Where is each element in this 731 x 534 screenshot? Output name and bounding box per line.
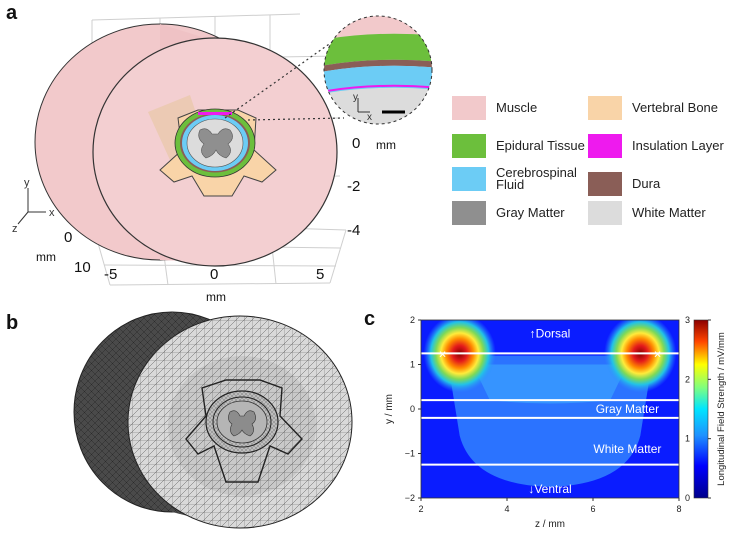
a-xtick-0: -5 — [104, 266, 118, 283]
legend-item: Insulation Layer — [588, 134, 724, 158]
colorbar-tick-label-2: 1 — [685, 434, 690, 444]
legend-item: Gray Matter — [452, 201, 565, 225]
panel-c-letter: c — [364, 308, 376, 330]
legend-item: White Matter — [588, 201, 706, 225]
legend-item: Cerebrospinal Fluid — [452, 165, 606, 192]
hotspot-0 — [423, 320, 496, 393]
legend-swatch — [452, 134, 486, 158]
inset-x-label: x — [367, 112, 372, 123]
a-xtick-1: 0 — [210, 266, 219, 283]
electrode-marker-1: × — [654, 346, 662, 361]
legend-label: Muscle — [496, 100, 538, 115]
x-tick-label-1: 4 — [504, 504, 509, 514]
colorbar — [693, 319, 709, 499]
y-tick-label-0: 2 — [410, 315, 415, 325]
a-depth-unit: mm — [36, 250, 56, 264]
triad-y: y — [24, 177, 30, 189]
a-ytick-2: -4 — [347, 222, 361, 239]
colorbar-tick-label-3: 0 — [685, 493, 690, 503]
zoom-inset — [324, 16, 432, 124]
colorbar-label: Longitudinal Field Strength / mV/mm — [716, 332, 727, 486]
panel-b-mesh — [73, 311, 353, 529]
panel-b-letter: b — [6, 312, 19, 334]
legend-item: Muscle — [452, 96, 537, 120]
legend-swatch — [452, 167, 486, 191]
x-tick-label-3: 8 — [676, 504, 681, 514]
legend-label: Insulation Layer — [632, 138, 724, 153]
y-tick-label-2: 0 — [410, 404, 415, 414]
a-ytick-1: -2 — [347, 178, 361, 195]
triad-z: z — [12, 223, 18, 235]
legend-swatch — [588, 96, 622, 120]
y-tick-label-4: −2 — [405, 493, 415, 503]
triad-x: x — [49, 207, 55, 219]
a-xtick-2: 5 — [316, 266, 325, 283]
legend-swatch — [452, 96, 486, 120]
annotation-white-matter: White Matter — [593, 442, 661, 456]
legend-label: Vertebral Bone — [632, 100, 719, 115]
gray-matter — [198, 128, 233, 159]
annotation-ventral: ↓Ventral — [528, 482, 571, 496]
legend-label: Gray Matter — [496, 205, 565, 220]
a-depth-tick-0: 0 — [64, 229, 73, 246]
electrode-marker-0: × — [439, 346, 447, 361]
orientation-triad — [17, 188, 46, 225]
a-xtick-unit: mm — [206, 290, 226, 304]
x-tick-label-0: 2 — [418, 504, 423, 514]
legend-swatch — [452, 201, 486, 225]
annotation-dorsal: ↑Dorsal — [530, 326, 571, 340]
panel-a-3d-model: y x y x z — [12, 13, 433, 286]
hotspot-1 — [604, 320, 677, 393]
heatmap-background — [421, 320, 679, 498]
cord-region — [446, 355, 654, 487]
plot-frame — [420, 319, 680, 499]
insulation-layer — [198, 112, 232, 115]
x-axis-label: z / mm — [535, 519, 565, 530]
legend-swatch — [588, 172, 622, 196]
legend-label: Epidural Tissue — [496, 138, 585, 153]
annotation-gray-matter: Gray Matter — [596, 402, 659, 416]
legend-label: White Matter — [632, 205, 706, 220]
a-depth-tick-1: 10 — [74, 259, 91, 276]
legend-item: Epidural Tissue — [452, 134, 585, 158]
a-ytick-unit: mm — [376, 138, 396, 152]
legend-swatch — [588, 134, 622, 158]
panel-a-letter: a — [6, 2, 18, 24]
legend-label: Dura — [632, 176, 661, 191]
legend-label: Cerebrospinal Fluid — [496, 165, 577, 192]
gray-region — [472, 364, 628, 404]
legend-swatch — [588, 201, 622, 225]
legend-item: Vertebral Bone — [588, 96, 718, 120]
y-tick-label-3: −1 — [405, 449, 415, 459]
x-tick-label-2: 6 — [590, 504, 595, 514]
colorbar-tick-label-0: 3 — [685, 315, 690, 325]
inset-y-label: y — [353, 92, 358, 103]
y-tick-label-1: 1 — [410, 360, 415, 370]
legend-item: Dura — [588, 172, 660, 196]
a-ytick-0: 0 — [352, 135, 361, 152]
colorbar-tick-label-1: 2 — [685, 374, 690, 384]
